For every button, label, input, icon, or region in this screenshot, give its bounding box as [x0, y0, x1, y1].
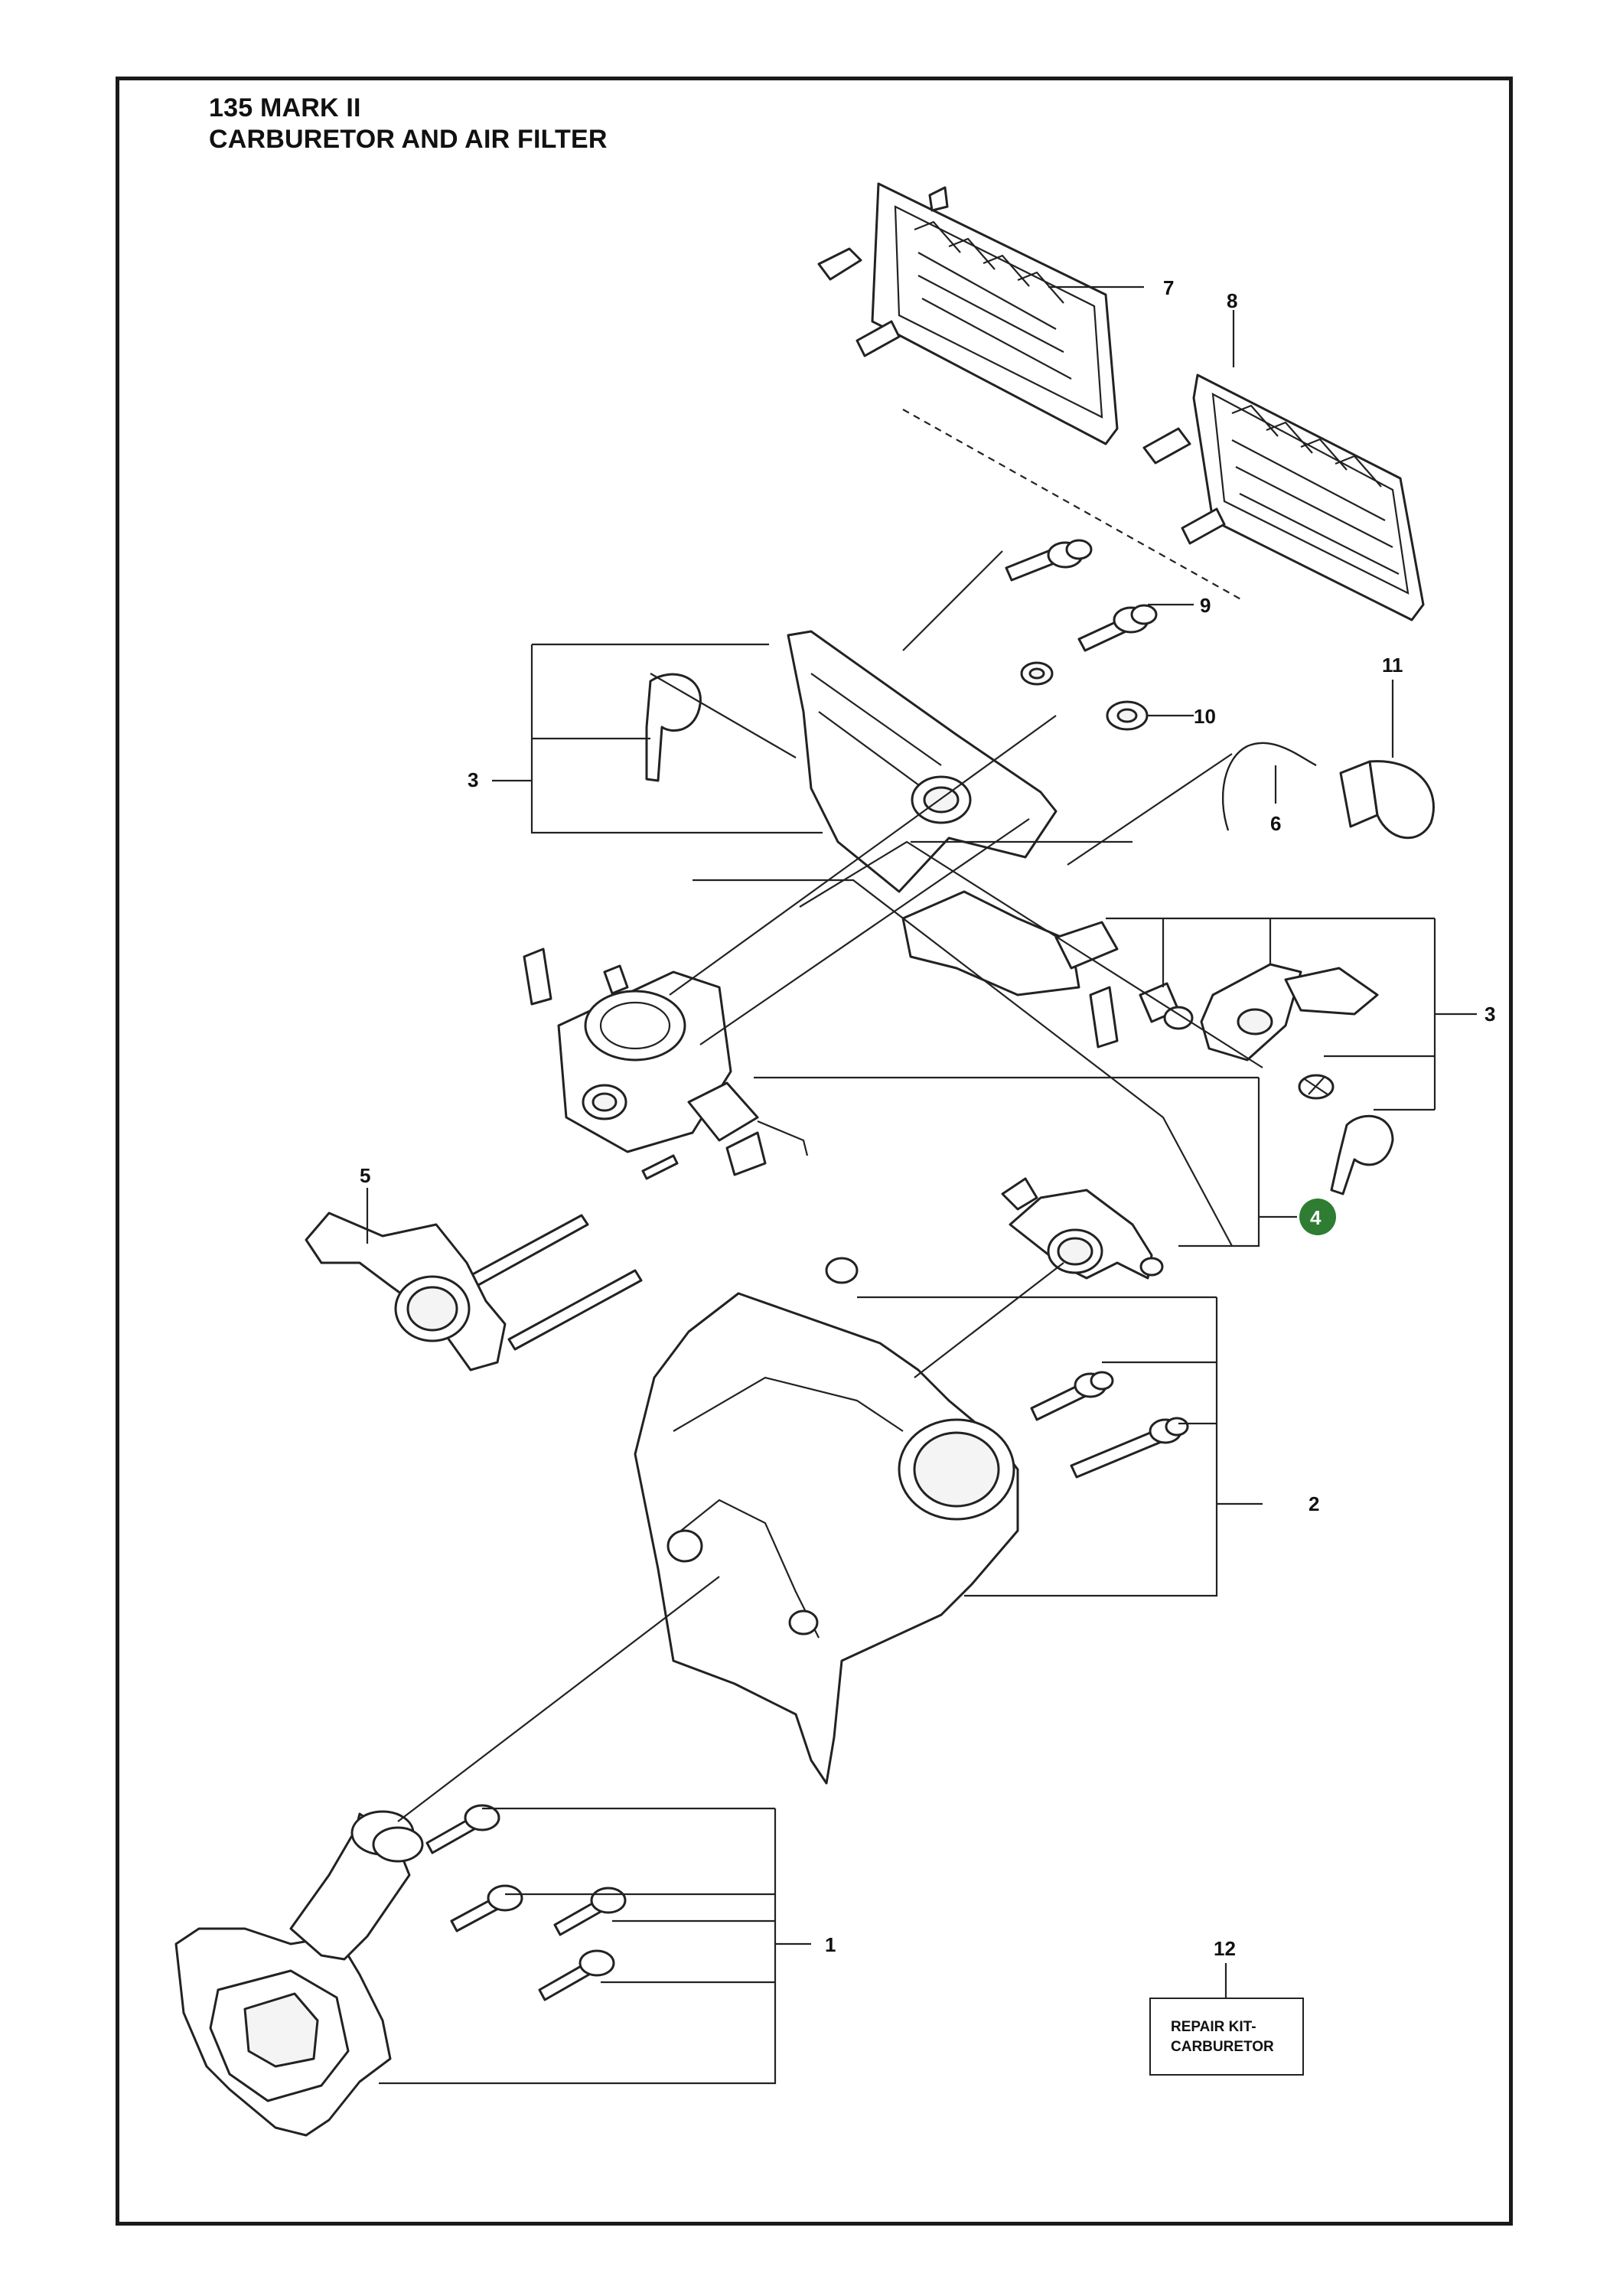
callout-4: 4	[1310, 1206, 1322, 1229]
callout-3-left: 3	[468, 768, 478, 791]
throttle-choke-part-3	[645, 630, 1394, 1195]
intake-elbow-part-4	[1001, 1177, 1164, 1280]
air-filter-part-7	[817, 182, 1119, 445]
diagram-frame	[116, 77, 1513, 2226]
callout-7: 7	[1163, 276, 1174, 299]
callout-8: 8	[1227, 289, 1237, 312]
callout-10: 10	[1194, 705, 1216, 728]
section-title: CARBURETOR AND AIR FILTER	[209, 125, 608, 154]
callout-11: 11	[1382, 654, 1403, 677]
callout-12: 12	[1214, 1937, 1236, 1960]
repair-kit-box: REPAIR KIT- CARBURETOR	[1149, 1998, 1304, 2076]
callout-3-right: 3	[1484, 1003, 1495, 1026]
callout-6: 6	[1270, 812, 1281, 835]
filter-housing-part-2	[634, 1257, 1189, 1785]
grommet-part-10	[1106, 700, 1149, 731]
callout-2: 2	[1309, 1492, 1319, 1515]
screw-part-9	[1005, 539, 1158, 686]
repair-kit-label-line1: REPAIR KIT-	[1171, 2019, 1256, 2035]
callout-4-badge	[1299, 1199, 1336, 1235]
callout-1: 1	[825, 1933, 836, 1956]
repair-kit-label-line2: CARBURETOR	[1171, 2039, 1274, 2055]
dashed-link-7-8	[902, 409, 1244, 602]
primer-bulb-part-11	[1339, 760, 1435, 840]
leader-lines	[366, 285, 1477, 2085]
air-filter-part-8	[1142, 373, 1425, 621]
model-title: 135 MARK II	[209, 93, 361, 122]
callout-5: 5	[360, 1164, 370, 1187]
callout-9: 9	[1200, 594, 1211, 617]
carburetor-part-5	[305, 947, 809, 1371]
intake-manifold-part-1	[174, 1804, 627, 2137]
